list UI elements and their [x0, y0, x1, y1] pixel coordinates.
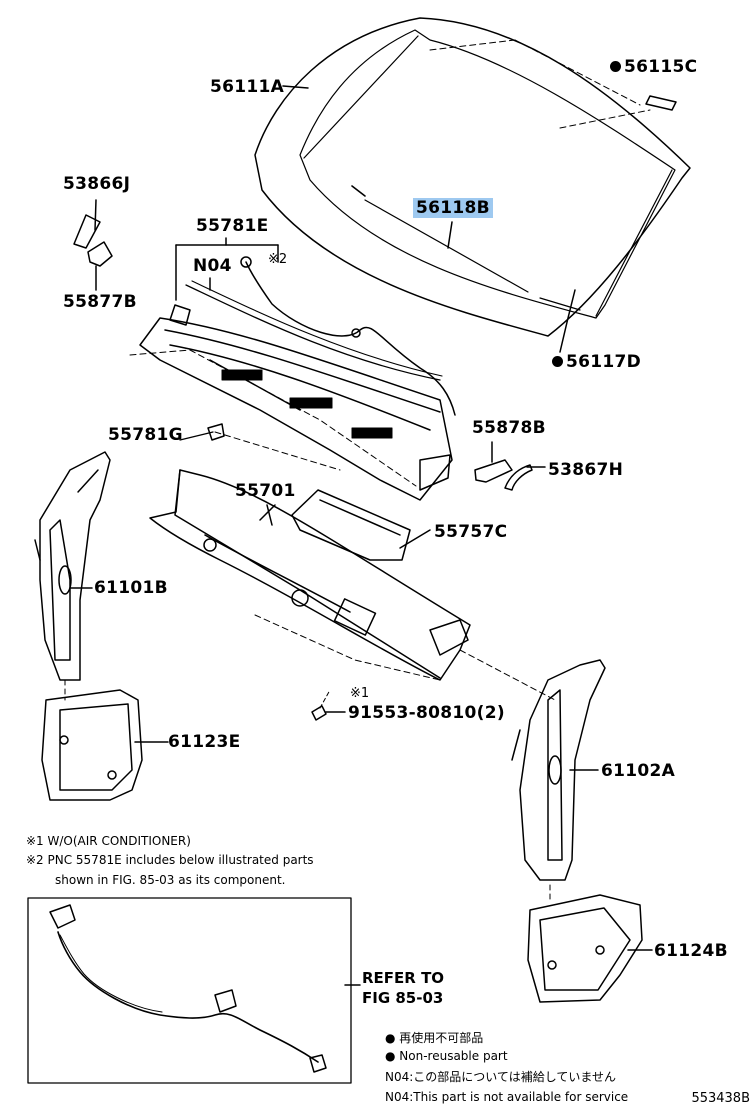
marker-ref1: ※1: [350, 686, 370, 701]
part-label-55781g[interactable]: 55781G: [108, 425, 183, 445]
non-reusable-dot: [610, 61, 621, 72]
part-label-61101b[interactable]: 61101B: [94, 578, 168, 598]
bolt-91553: [311, 705, 327, 721]
figure-id: 553438B: [691, 1091, 750, 1106]
part-label-56115c[interactable]: 56115C: [610, 57, 697, 77]
part-label-n04[interactable]: N04: [193, 256, 232, 276]
non-reusable-dot: [552, 356, 563, 367]
seal-53867h: [504, 464, 533, 491]
part-number: 56117D: [566, 352, 642, 372]
part-label-55757c[interactable]: 55757C: [434, 522, 508, 542]
part-label-56111a[interactable]: 56111A: [210, 77, 285, 97]
tag-56115c: [645, 95, 677, 111]
refer-to-line1: REFER TO: [362, 969, 445, 987]
part-label-55877b[interactable]: 55877B: [63, 292, 137, 312]
part-number: 56115C: [624, 57, 698, 77]
legend-jp-n04: N04:この部品については補給していません: [385, 1070, 616, 1084]
part-label-61123e[interactable]: 61123E: [168, 732, 241, 752]
marker-ref2: ※2: [268, 252, 288, 267]
clip-55781g: [207, 423, 225, 441]
part-label-55878b[interactable]: 55878B: [472, 418, 546, 438]
part-label-55701[interactable]: 55701: [235, 481, 296, 501]
legend-jp-nonreusable: ● 再使用不可部品: [385, 1031, 484, 1045]
part-label-53866j[interactable]: 53866J: [63, 174, 131, 194]
legend-en-n04: N04:This part is not available for servi…: [385, 1090, 629, 1104]
seal-55878b: [474, 459, 513, 483]
footnote-2-cont: shown in FIG. 85-03 as its component.: [55, 873, 286, 887]
refer-to-fig-link[interactable]: FIG 85-03: [362, 989, 444, 1007]
cowl-weatherstrip-n04: [185, 284, 441, 381]
part-label-61124b[interactable]: 61124B: [654, 941, 728, 961]
extension-61123e: [41, 689, 143, 801]
part-label-55781e[interactable]: 55781E: [196, 216, 269, 236]
footnote-2: ※2 PNC 55781E includes below illustrated…: [26, 853, 314, 867]
bracket-55877b: [87, 241, 113, 267]
washer-hose: [245, 261, 456, 416]
windshield-glass: [254, 17, 691, 337]
pillar-61101b: [34, 451, 111, 681]
part-label-61102a[interactable]: 61102A: [601, 761, 676, 781]
extension-61124b: [527, 894, 643, 1003]
part-label-53867h[interactable]: 53867H: [548, 460, 624, 480]
cowl-louver: [139, 304, 453, 501]
inset-box: [27, 897, 352, 1084]
part-label-56118b[interactable]: 56118B: [413, 198, 493, 218]
footnote-1: ※1 W/O(AIR CONDITIONER): [26, 834, 191, 848]
bracket-55757c: [291, 489, 411, 561]
cowl-panel-55701: [149, 469, 471, 681]
pillar-61102a: [511, 659, 606, 881]
legend-en-nonreusable: ● Non-reusable part: [385, 1049, 508, 1063]
part-label-91553[interactable]: 91553-80810(2): [348, 703, 505, 723]
clip-53866j: [73, 214, 101, 249]
inset-hose: [57, 931, 319, 1063]
part-label-56117d[interactable]: 56117D: [552, 352, 641, 372]
